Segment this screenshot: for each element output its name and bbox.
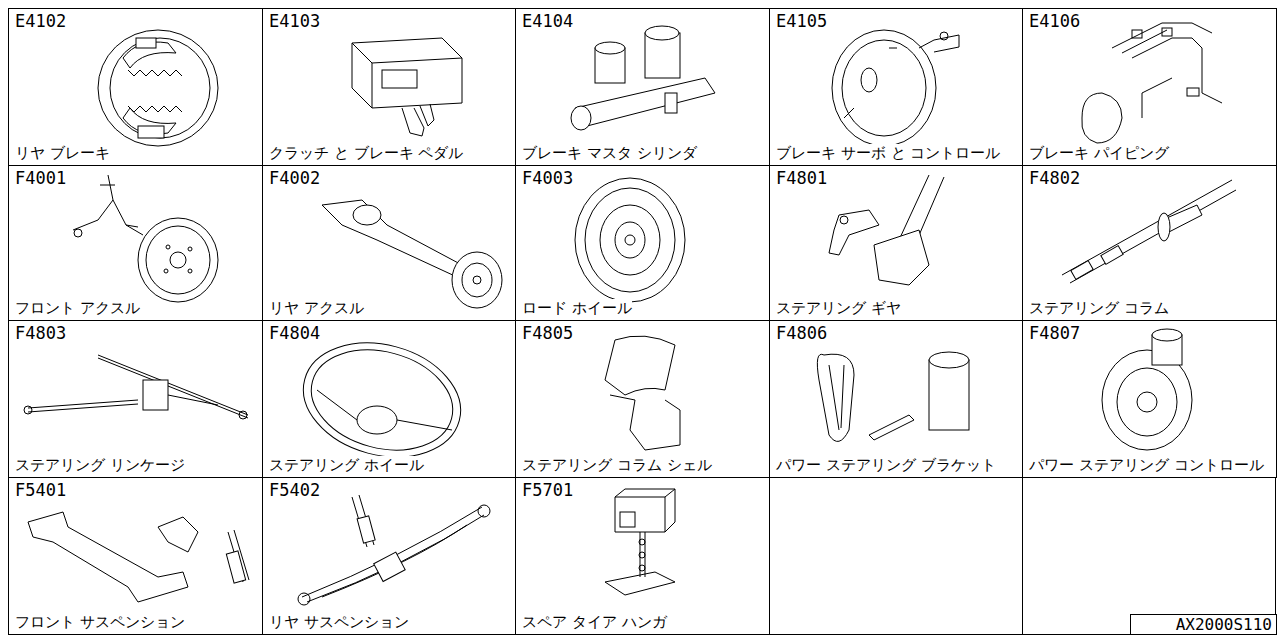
section-name: ロード ホイール: [522, 299, 632, 318]
section-name: ステアリング ギヤ: [776, 299, 901, 318]
catalog-cell: E4106 ブレーキ パイピング: [1022, 8, 1277, 166]
section-name: ステアリング コラム: [1029, 299, 1169, 318]
catalog-cell: E4102 リヤ ブレーキ: [8, 8, 263, 166]
catalog-cell: E4105 ブレーキ サーボ と コントロール: [769, 8, 1023, 166]
column-shell-drawing: [605, 336, 680, 450]
rear-suspension-drawing: [298, 495, 490, 605]
section-name: リヤ アクスル: [269, 299, 364, 318]
catalog-cell: F5701 スペア タイア ハンガ: [515, 477, 770, 635]
section-code: F4003: [522, 168, 573, 188]
section-code: F4807: [1029, 323, 1080, 343]
road-wheel-drawing: [575, 178, 685, 302]
catalog-cell: E4104 ブレーキ マスタ シリンダ: [515, 8, 770, 166]
catalog-cell: E4103 クラッチ と ブレーキ ペダル: [262, 8, 516, 166]
rear-axle-drawing: [322, 200, 502, 308]
master-cylinder-drawing: [571, 26, 715, 130]
brake-piping-drawing: [1082, 23, 1222, 143]
pedal-box-drawing: [352, 38, 462, 136]
catalog-cell: F4001 フロント アクスル: [8, 165, 263, 321]
section-code: E4104: [522, 11, 573, 31]
front-suspension-drawing: [28, 512, 249, 602]
power-steering-bracket-drawing: [817, 352, 969, 441]
section-code: F4803: [15, 323, 66, 343]
section-name: ブレーキ サーボ と コントロール: [776, 144, 1000, 163]
catalog-cell: F4807 パワー ステアリング コントロール: [1022, 320, 1277, 478]
drawing-number-box: AX2000S110: [1130, 614, 1277, 635]
catalog-cell: F4805 ステアリング コラム シェル: [515, 320, 770, 478]
section-code: F5402: [269, 480, 320, 500]
section-code: F4801: [776, 168, 827, 188]
steering-gear-drawing: [829, 175, 944, 285]
steering-column-drawing: [1062, 180, 1236, 283]
section-code: F4802: [1029, 168, 1080, 188]
section-name: ステアリング ホイール: [269, 456, 424, 475]
brake-servo-drawing: [832, 30, 959, 146]
section-name: フロント アクスル: [15, 299, 140, 318]
spare-tire-hanger-drawing: [605, 489, 675, 595]
section-code: E4102: [15, 11, 66, 31]
section-code: E4103: [269, 11, 320, 31]
section-name: パワー ステアリング ブラケット: [776, 456, 996, 475]
section-name: ブレーキ パイピング: [1029, 144, 1169, 163]
section-code: F5401: [15, 480, 66, 500]
section-code: F4002: [269, 168, 320, 188]
catalog-cell: F4804 ステアリング ホイール: [262, 320, 516, 478]
catalog-cell: F4003 ロード ホイール: [515, 165, 770, 321]
section-name: リヤ ブレーキ: [15, 144, 110, 163]
empty-cell: [1023, 478, 1276, 635]
section-name: ブレーキ マスタ シリンダ: [522, 144, 697, 163]
catalog-cell: F4002 リヤ アクスル: [262, 165, 516, 321]
steering-linkage-drawing: [24, 355, 248, 419]
catalog-cell: F4801 ステアリング ギヤ: [769, 165, 1023, 321]
section-code: F5701: [522, 480, 573, 500]
brake-drum-drawing: [98, 30, 218, 146]
front-axle-drawing: [73, 175, 218, 302]
section-code: F4001: [15, 168, 66, 188]
catalog-cell: F4806 パワー ステアリング ブラケット: [769, 320, 1023, 478]
catalog-cell: F5402 リヤ サスペンション: [262, 477, 516, 635]
section-code: E4105: [776, 11, 827, 31]
catalog-cell: F5401 フロント サスペンション: [8, 477, 263, 635]
drawing-number: AX2000S110: [1176, 615, 1272, 634]
steering-wheel-drawing: [290, 326, 473, 474]
power-steering-pump-drawing: [1102, 329, 1192, 450]
section-name: フロント サスペンション: [15, 613, 185, 632]
empty-cell: [770, 478, 1023, 635]
section-code: F4806: [776, 323, 827, 343]
catalog-cell: F4803 ステアリング リンケージ: [8, 320, 263, 478]
section-name: クラッチ と ブレーキ ペダル: [269, 144, 463, 163]
catalog-cell: F4802 ステアリング コラム: [1022, 165, 1277, 321]
section-code: F4804: [269, 323, 320, 343]
section-code: E4106: [1029, 11, 1080, 31]
section-code: F4805: [522, 323, 573, 343]
section-name: スペア タイア ハンガ: [522, 613, 667, 632]
section-name: ステアリング リンケージ: [15, 456, 185, 475]
section-name: ステアリング コラム シェル: [522, 456, 712, 475]
section-name: パワー ステアリング コントロール: [1029, 456, 1264, 475]
section-name: リヤ サスペンション: [269, 613, 409, 632]
